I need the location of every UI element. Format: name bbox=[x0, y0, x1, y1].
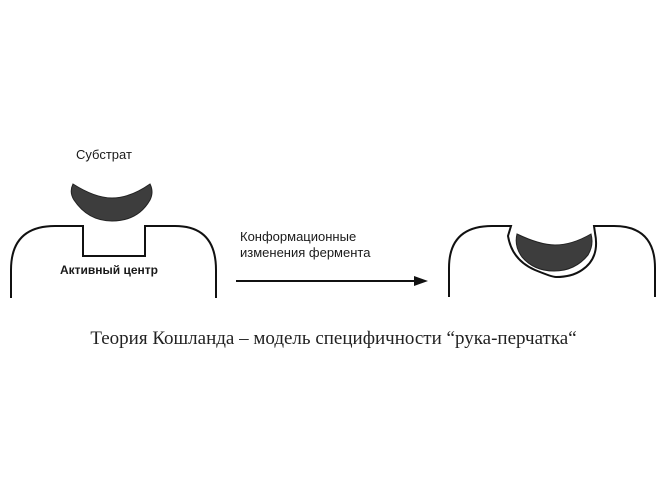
enzyme-before bbox=[10, 225, 217, 298]
transition-label: Конформационные изменения фермента bbox=[240, 229, 370, 261]
transition-arrow bbox=[236, 276, 428, 286]
active-site-label: Активный центр bbox=[60, 263, 159, 277]
transition-label-line1: Конформационные bbox=[240, 229, 357, 244]
substrate-label: Субстрат bbox=[76, 147, 132, 162]
substrate-bound-shape bbox=[515, 233, 593, 272]
enzyme-after bbox=[448, 225, 656, 297]
enzyme-outline-before bbox=[10, 225, 217, 298]
enzyme-outline-after bbox=[448, 225, 656, 297]
substrate-shape bbox=[70, 183, 153, 222]
transition-label-line2: изменения фермента bbox=[240, 245, 371, 260]
figure-caption: Теория Кошланда – модель специфичности “… bbox=[90, 328, 577, 349]
